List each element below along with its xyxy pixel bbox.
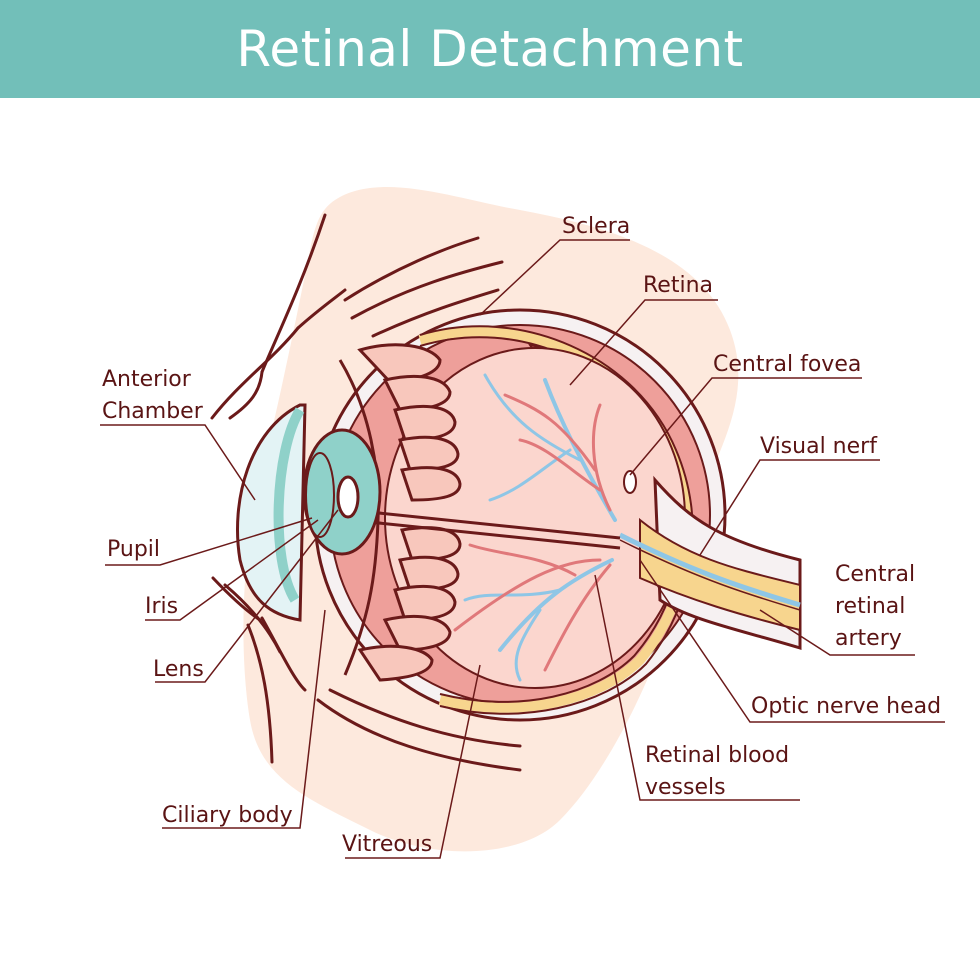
- label-iris: Iris: [145, 594, 178, 619]
- label-central-fovea: Central fovea: [713, 352, 861, 377]
- retinal-vessels: [453, 373, 617, 682]
- label-vitreous: Vitreous: [342, 832, 432, 857]
- label-anterior-chamber-1: Anterior: [102, 367, 192, 392]
- eyelid-lines: [210, 213, 522, 772]
- pupil: [336, 475, 360, 519]
- label-retina: Retina: [643, 273, 713, 298]
- label-ciliary-body: Ciliary body: [162, 803, 293, 828]
- label-retinal-blood-vessels-2: vessels: [645, 775, 726, 800]
- ciliary-fins: [357, 343, 462, 682]
- label-sclera: Sclera: [562, 214, 630, 239]
- label-visual-nerf: Visual nerf: [760, 434, 878, 459]
- page-title: Retinal Detachment: [236, 20, 744, 78]
- label-lens: Lens: [153, 657, 204, 682]
- label-central-retinal-artery-1: Central: [835, 562, 915, 587]
- label-anterior-chamber-2: Chamber: [102, 399, 204, 424]
- label-retinal-blood-vessels-1: Retinal blood: [645, 743, 789, 768]
- label-central-retinal-artery-3: artery: [835, 626, 902, 651]
- label-pupil: Pupil: [107, 537, 160, 562]
- label-optic-nerve-head: Optic nerve head: [751, 694, 941, 719]
- central-fovea: [623, 470, 637, 494]
- pointer-lines: [100, 239, 945, 859]
- label-central-retinal-artery-2: retinal: [835, 594, 905, 619]
- title-banner: Retinal Detachment: [0, 0, 980, 98]
